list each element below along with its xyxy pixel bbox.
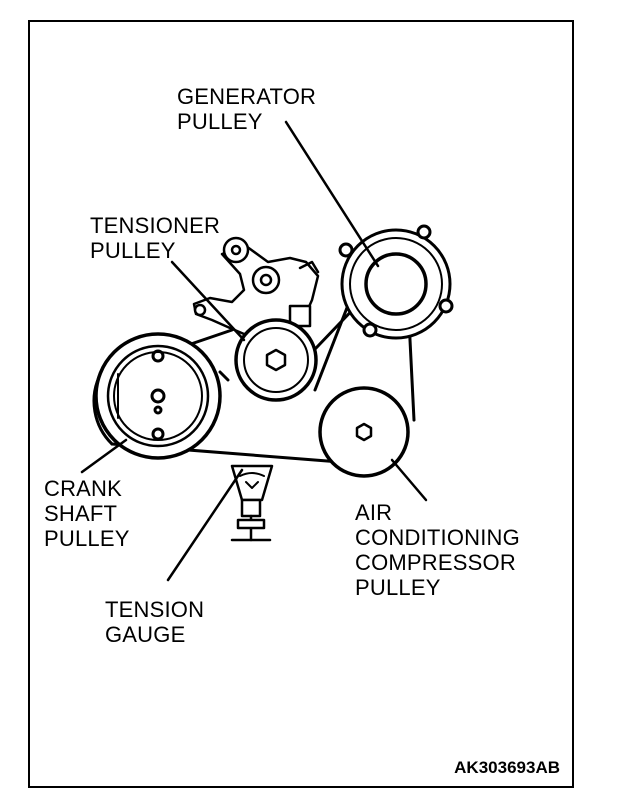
tension-gauge	[230, 464, 274, 542]
ac-compressor-pulley	[318, 386, 410, 478]
crankshaft-pulley	[94, 332, 222, 460]
crankshaft-pulley-label: CRANK SHAFT PULLEY	[44, 476, 130, 551]
reference-code: AK303693AB	[454, 758, 560, 777]
tensioner-pulley	[234, 318, 318, 402]
generator-pulley-label: GENERATOR PULLEY	[177, 84, 317, 134]
tension-gauge-label: TENSION GAUGE	[105, 597, 205, 647]
ac-compressor-pulley-label: AIR CONDITIONING COMPRESSOR PULLEY	[355, 500, 520, 600]
tensioner-pulley-label: TENSIONER PULLEY	[90, 213, 221, 263]
leader-lines	[80, 120, 428, 582]
generator	[338, 224, 454, 340]
